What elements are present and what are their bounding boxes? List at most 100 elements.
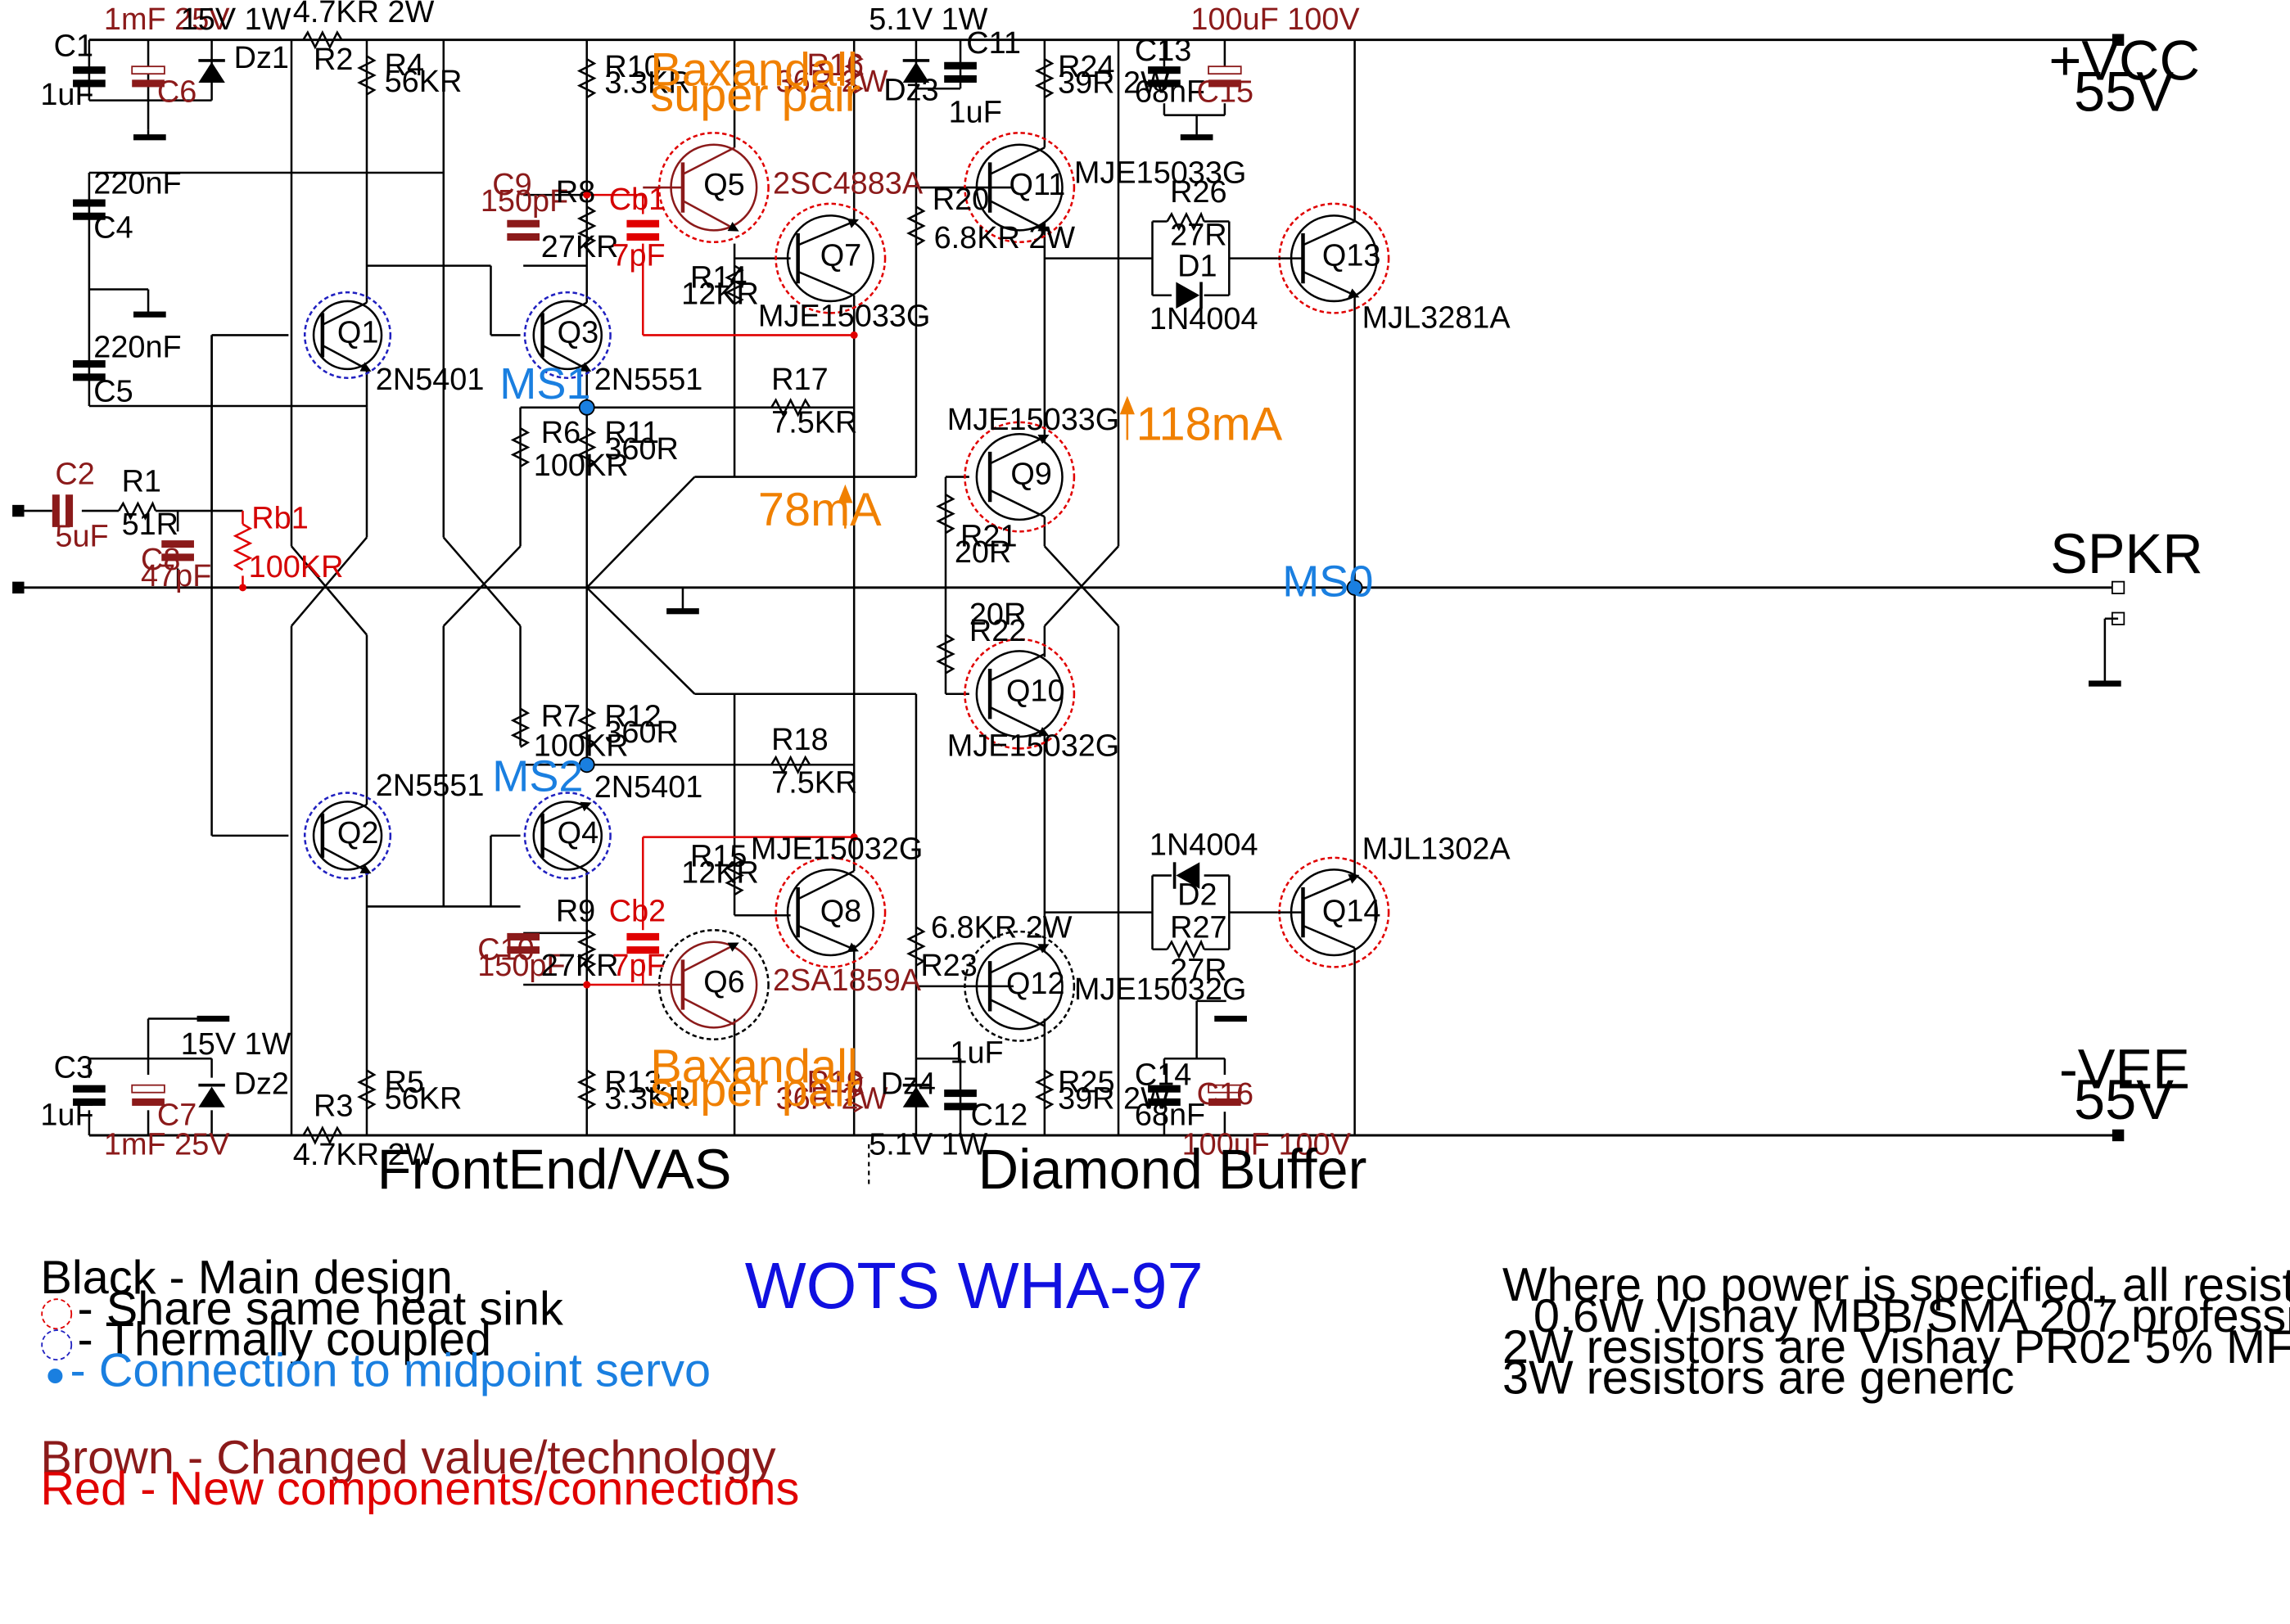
val-rb1: 100KR [249,550,344,584]
resistor-r9[interactable] [576,929,597,970]
val-q10: MJE15032G [947,729,1119,763]
capacitor-c15[interactable] [1208,65,1242,88]
transistor-q10[interactable] [964,638,1076,750]
transistor-q12[interactable] [964,930,1076,1042]
ground-bar [196,1015,230,1022]
resistor-r1[interactable] [117,500,157,521]
transistor-q3[interactable] [523,291,612,379]
resistor-r5[interactable] [357,1069,377,1110]
capacitor-c13[interactable] [1148,66,1181,88]
vcc-voltage: 55V [2074,60,2174,123]
resistor-r15[interactable] [725,855,744,896]
capacitor-c11[interactable] [944,61,977,83]
ms0-point[interactable] [1346,579,1363,596]
resistor-r14[interactable] [725,264,744,305]
ms1-point[interactable] [578,399,595,416]
resistor-r13[interactable] [576,1069,597,1110]
resistor-r20[interactable] [906,205,926,246]
resistor-r12[interactable] [576,707,597,748]
resistor-r4[interactable] [357,55,377,96]
transistor-q4[interactable] [523,792,612,880]
lbl-c12: C12 [971,1098,1028,1132]
lbl-r12: R12 [604,699,661,733]
zener-dz4[interactable] [902,1083,930,1107]
transistor-q14[interactable] [1277,856,1390,968]
spkr-terminal[interactable] [2111,580,2125,594]
transistors [303,132,1390,1042]
transistor-q6[interactable] [643,929,770,1041]
transistor-q8[interactable] [775,856,887,968]
capacitor-c6[interactable] [131,65,165,88]
resistor-r24[interactable] [1035,58,1055,99]
resistor-rb1[interactable] [233,523,253,571]
capacitor-c1[interactable] [73,66,106,88]
transistor-q2[interactable] [303,792,392,880]
capacitor-c4[interactable] [73,199,106,220]
input-ground-terminal[interactable] [12,581,25,594]
transistor-q5[interactable] [643,132,770,244]
capacitor-cb2[interactable] [626,932,660,954]
transistor-q9[interactable] [964,421,1076,533]
legend-brown: Brown - Changed value/technology [40,1432,775,1484]
vcc-terminal[interactable] [2112,34,2125,46]
resistors [117,29,1205,1145]
val-q4: 2N5401 [594,770,703,805]
input-terminal[interactable] [12,504,25,517]
ms2-point[interactable] [578,756,595,774]
resistor-r17[interactable] [770,397,811,417]
resistor-r3[interactable] [302,1126,343,1145]
capacitor-c16[interactable] [1208,1084,1242,1106]
resistor-r27[interactable] [1166,939,1205,959]
capacitor-c10[interactable] [507,932,540,954]
resistor-r11[interactable] [576,426,597,468]
capacitor-c14[interactable] [1148,1085,1181,1106]
resistor-r7[interactable] [510,707,531,748]
lbl-dz4: Dz4 [881,1067,936,1101]
capacitor-c2[interactable] [52,494,74,527]
new-connections [242,193,855,986]
resistor-r25[interactable] [1035,1069,1055,1110]
lbl-r16: R16 [806,48,863,83]
transistor-q13[interactable] [1277,202,1390,314]
note-line-4: 3W resistors are generic [1502,1352,2014,1405]
resistor-r18[interactable] [770,755,811,775]
vee-voltage: 55V [2074,1068,2174,1131]
zener-dz2[interactable] [198,1083,225,1107]
legend-black: Black - Main design [40,1252,453,1304]
transistor-q7[interactable] [775,202,887,314]
zener-dz1[interactable] [198,59,225,83]
diode-d2[interactable] [1172,862,1200,889]
resistor-r6[interactable] [510,426,531,468]
resistor-r21[interactable] [936,494,955,535]
capacitor-c8[interactable] [161,540,194,562]
resistor-r16[interactable] [844,53,865,94]
capacitor-cb1[interactable] [626,219,660,241]
capacitor-c9[interactable] [507,219,540,241]
capacitor-c7[interactable] [131,1084,165,1106]
capacitor-c3[interactable] [73,1085,106,1106]
resistor-r10[interactable] [576,58,597,99]
vee-terminal[interactable] [2112,1129,2125,1142]
resistor-r22[interactable] [936,634,955,674]
resistor-r26[interactable] [1166,211,1205,232]
val-q11: MJE15033G [1074,156,1246,191]
diode-d1[interactable] [1176,282,1203,309]
lbl-r26: R26 [1170,175,1226,210]
val-dz3: 5.1V 1W [869,2,987,37]
lbl-q11: Q11 [1009,168,1066,202]
lbl-r17: R17 [771,363,828,397]
zener-dz3[interactable] [902,59,930,83]
lbl-c11: C11 [966,26,1021,61]
transistor-q11[interactable] [964,132,1076,244]
resistor-r23[interactable] [906,926,926,967]
lbl-r9: R9 [556,894,595,928]
resistor-r2[interactable] [302,29,343,50]
capacitor-c12[interactable] [944,1089,977,1111]
transistor-q1[interactable] [303,291,392,379]
lbl-q8: Q8 [820,894,862,928]
val-q6: 2SA1859A [773,963,922,998]
resistor-r19[interactable] [844,1072,865,1113]
capacitor-c5[interactable] [73,360,106,381]
val-r23: 6.8KR 2W [931,910,1073,945]
resistor-r8[interactable] [576,205,597,246]
